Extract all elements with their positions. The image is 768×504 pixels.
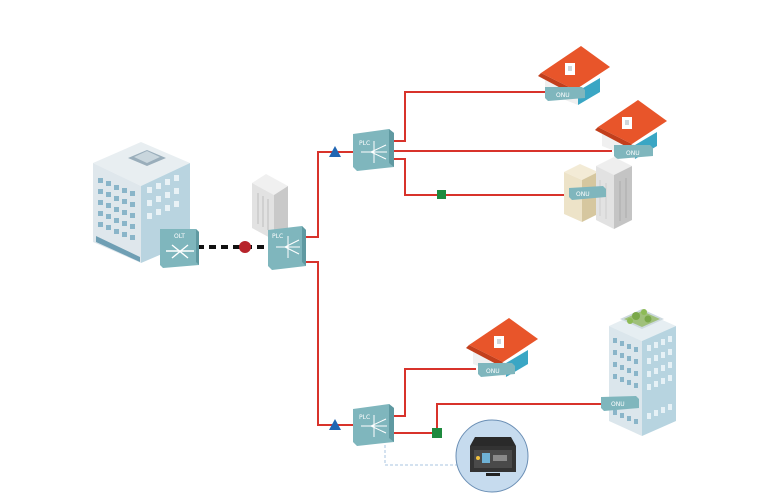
- splitter-icon[interactable]: PLC: [268, 226, 306, 270]
- onu-label: ONU: [626, 150, 640, 157]
- onu-label: ONU: [486, 368, 500, 375]
- cabinet-icon: [252, 174, 288, 240]
- marker-square: [437, 190, 446, 199]
- marker-triangle: [329, 419, 341, 430]
- olt-switch-icon[interactable]: OLT: [160, 229, 199, 268]
- test-kit-case-icon[interactable]: [455, 419, 529, 493]
- plc-label: PLC: [272, 233, 283, 240]
- onu-device[interactable]: ONU: [614, 145, 653, 159]
- marker-square: [432, 428, 442, 438]
- onu-label: ONU: [611, 401, 625, 408]
- onu-label: ONU: [576, 191, 590, 198]
- splitter-icon[interactable]: PLC: [353, 404, 394, 446]
- plc-label: PLC: [359, 414, 370, 421]
- test-link: [384, 445, 458, 466]
- onu-device[interactable]: ONU: [478, 363, 515, 377]
- onu-label: ONU: [556, 92, 570, 99]
- office-tower-icon: [609, 309, 676, 436]
- splitter-icon[interactable]: PLC: [353, 129, 394, 171]
- fiber-links: [306, 91, 612, 434]
- connector-circle: [239, 241, 251, 253]
- marker-triangle: [329, 146, 341, 157]
- onu-device[interactable]: ONU: [569, 186, 606, 200]
- plc-label: PLC: [359, 140, 370, 147]
- central-office-building-icon: [93, 142, 190, 263]
- olt-label: OLT: [174, 233, 185, 240]
- onu-device[interactable]: ONU: [545, 87, 585, 101]
- onu-device[interactable]: ONU: [601, 396, 639, 411]
